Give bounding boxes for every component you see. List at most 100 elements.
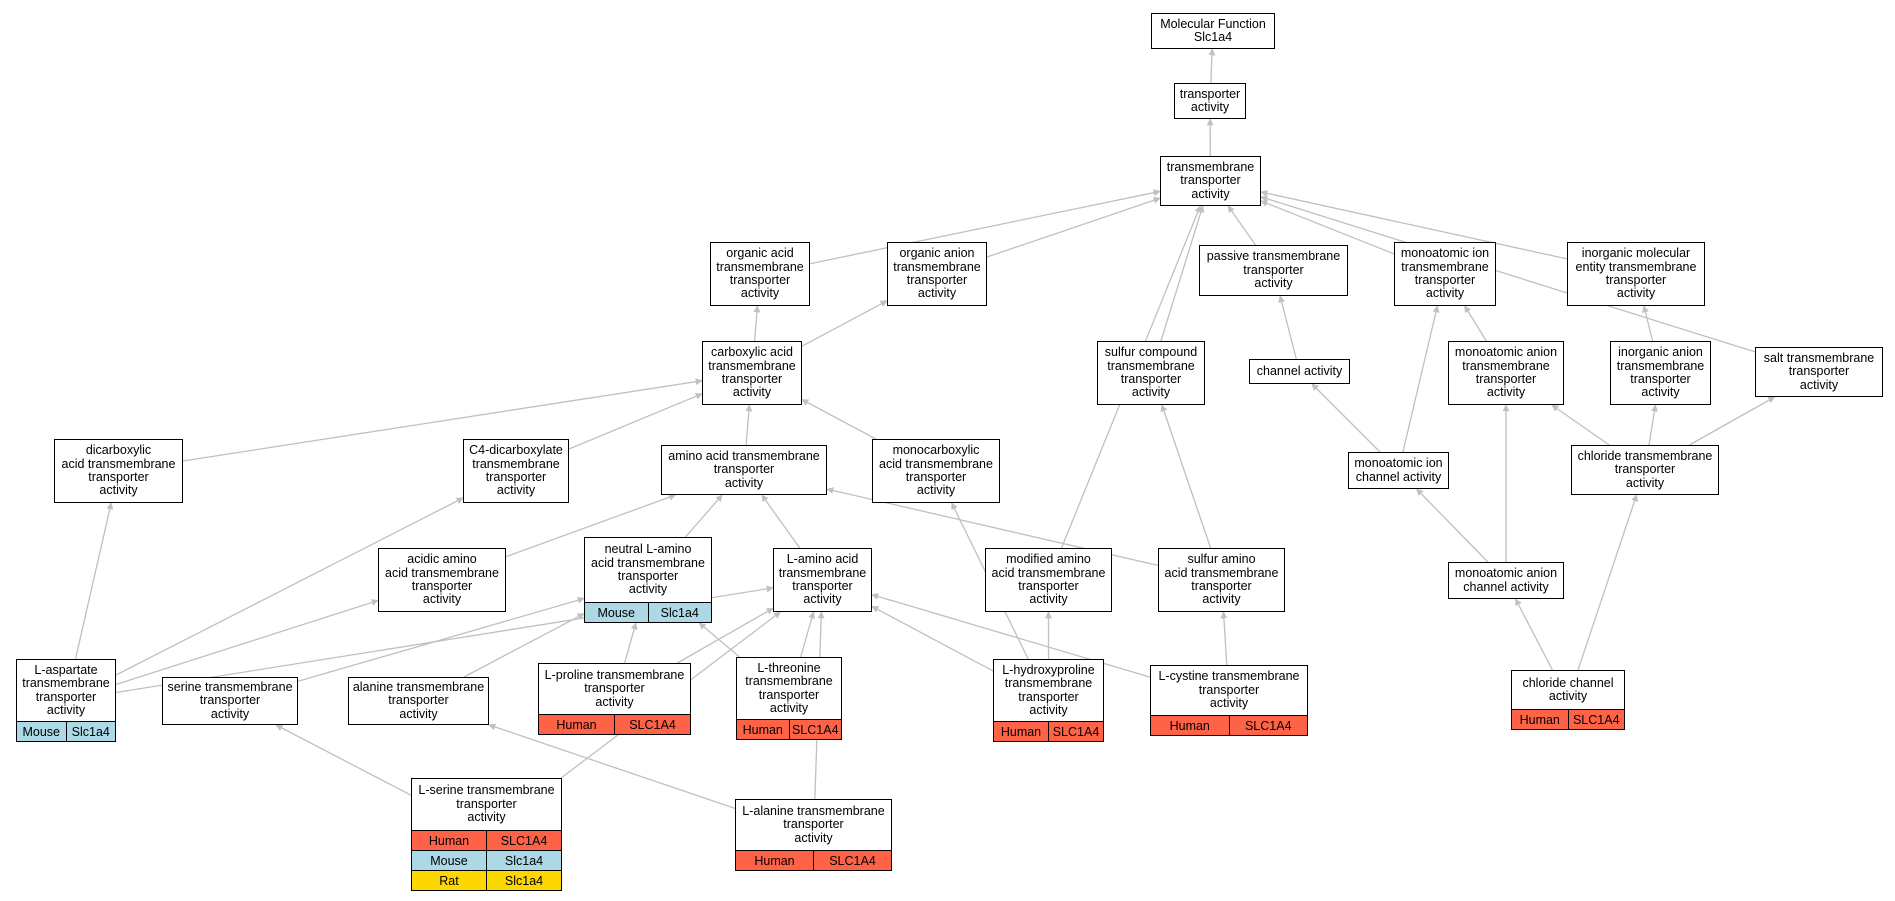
node-ta[interactable]: transporter activity: [1174, 83, 1246, 119]
node-inan[interactable]: inorganic anion transmembrane transporte…: [1610, 341, 1711, 405]
node-c4[interactable]: C4-dicarboxylate transmembrane transport…: [463, 439, 569, 503]
node-label: channel activity: [1256, 363, 1343, 378]
edge-inmol-to-tmta: [1260, 189, 1568, 260]
species-cell: Human: [556, 717, 597, 732]
node-label: passive transmembrane transporter activi…: [1206, 249, 1341, 291]
node-aa[interactable]: amino acid transmembrane transporter act…: [661, 445, 827, 495]
edge-chl-to-salt: [1689, 396, 1776, 446]
species-cell: Human: [754, 853, 795, 868]
node-salt[interactable]: salt transmembrane transporter activity: [1755, 347, 1883, 397]
node-label: L-cystine transmembrane transporter acti…: [1158, 669, 1300, 711]
node-inmol[interactable]: inorganic molecular entity transmembrane…: [1567, 242, 1705, 306]
node-manch[interactable]: monoatomic anion channel activity: [1448, 562, 1564, 599]
gene-cell: SLC1A4: [1567, 710, 1625, 729]
node-ala[interactable]: alanine transmembrane transporter activi…: [348, 677, 489, 725]
node-label: monoatomic anion channel activity: [1454, 566, 1558, 594]
edge-salt-to-tmta: [1260, 195, 1756, 353]
node-label: alanine transmembrane transporter activi…: [352, 679, 485, 721]
node-label: acidic amino acid transmembrane transpor…: [385, 552, 499, 607]
node-oatta[interactable]: organic acid transmembrane transporter a…: [710, 242, 810, 306]
edge-lasp-to-acid: [115, 599, 379, 686]
annotation-row-human: Human SLC1A4: [539, 714, 690, 734]
node-neut[interactable]: neutral L-amino acid transmembrane trans…: [584, 537, 712, 623]
edge-lthr-to-neut: [698, 622, 741, 658]
node-label: L-serine transmembrane transporter activ…: [418, 783, 555, 825]
node-label: L-threonine transmembrane transporter ac…: [745, 660, 833, 715]
edge-laa-to-aa: [761, 494, 801, 549]
node-laa[interactable]: L-amino acid transmembrane transporter a…: [773, 548, 872, 612]
gene-cell: SLC1A4: [813, 851, 891, 870]
node-pass[interactable]: passive transmembrane transporter activi…: [1199, 245, 1348, 296]
edge-mich-to-mita: [1402, 305, 1440, 453]
node-monoc[interactable]: monocarboxylic acid transmembrane transp…: [872, 439, 1000, 503]
node-mf[interactable]: Molecular Function Slc1a4: [1151, 13, 1275, 49]
node-mod[interactable]: modified amino acid transmembrane transp…: [985, 548, 1112, 612]
node-label: chloride transmembrane transporter activ…: [1577, 448, 1713, 490]
edge-c4-to-carb: [568, 392, 703, 450]
node-lpro[interactable]: L-proline transmembrane transporter acti…: [538, 663, 691, 735]
edge-aa-to-carb: [745, 404, 753, 446]
node-label: sulfur amino acid transmembrane transpor…: [1164, 552, 1279, 607]
node-chan[interactable]: channel activity: [1249, 359, 1350, 384]
edge-ta-to-mf: [1208, 48, 1216, 84]
edge-carb-to-oatta: [753, 305, 761, 342]
node-lthr[interactable]: L-threonine transmembrane transporter ac…: [736, 657, 842, 740]
node-lcys[interactable]: L-cystine transmembrane transporter acti…: [1150, 665, 1308, 736]
edge-lcys-to-sulfaa: [1220, 611, 1228, 666]
node-label: sulfur compound transmembrane transporte…: [1104, 345, 1198, 400]
species-cell: Mouse: [597, 605, 636, 620]
gene-cell: SLC1A4: [614, 715, 690, 734]
node-label: inorganic anion transmembrane transporte…: [1616, 345, 1705, 400]
edge-acid-to-aa: [505, 493, 677, 558]
gene-cell: SLC1A4: [788, 720, 842, 739]
edge-mich-to-chan: [1311, 383, 1381, 453]
node-dicarb[interactable]: dicarboxylic acid transmembrane transpor…: [54, 439, 183, 503]
species-cell: Human: [1169, 718, 1210, 733]
node-label: transmembrane transporter activity: [1166, 159, 1255, 201]
node-lasp[interactable]: L-aspartate transmembrane transporter ac…: [16, 659, 116, 742]
node-label: serine transmembrane transporter activit…: [167, 679, 293, 721]
node-lala[interactable]: L-alanine transmembrane transporter acti…: [735, 799, 892, 871]
node-label: monoatomic ion transmembrane transporter…: [1400, 246, 1490, 301]
node-label: transporter activity: [1179, 86, 1241, 114]
node-label: L-proline transmembrane transporter acti…: [544, 667, 685, 709]
species-cell: Mouse: [22, 724, 61, 739]
node-chl[interactable]: chloride transmembrane transporter activ…: [1571, 445, 1719, 495]
node-mita[interactable]: monoatomic ion transmembrane transporter…: [1394, 242, 1496, 306]
edge-lpro-to-laa: [677, 607, 774, 664]
gene-cell: Slc1a4: [647, 603, 712, 622]
node-sulfaa[interactable]: sulfur amino acid transmembrane transpor…: [1158, 548, 1285, 612]
edge-oatta-to-tmta: [809, 189, 1161, 265]
node-label: organic acid transmembrane transporter a…: [716, 246, 804, 301]
node-label: monocarboxylic acid transmembrane transp…: [879, 443, 993, 498]
edge-neut-to-aa: [685, 494, 723, 538]
node-label: L-hydroxyproline transmembrane transport…: [1002, 662, 1095, 717]
edge-mana-to-mita: [1464, 305, 1487, 342]
node-lhyp[interactable]: L-hydroxyproline transmembrane transport…: [993, 659, 1104, 742]
node-ser[interactable]: serine transmembrane transporter activit…: [162, 677, 298, 725]
node-mana[interactable]: monoatomic anion transmembrane transport…: [1448, 341, 1564, 405]
node-acid[interactable]: acidic amino acid transmembrane transpor…: [378, 548, 506, 612]
species-cell: Mouse: [430, 853, 468, 868]
node-label: monoatomic anion transmembrane transport…: [1454, 345, 1558, 400]
node-sulf[interactable]: sulfur compound transmembrane transporte…: [1097, 341, 1205, 405]
edge-lasp-to-c4: [115, 497, 464, 676]
annotation-row-mouse: Mouse Slc1a4: [585, 602, 711, 622]
node-label: carboxylic acid transmembrane transporte…: [708, 345, 796, 400]
edge-lhyp-to-laa: [871, 605, 994, 672]
node-mich[interactable]: monoatomic ion channel activity: [1348, 452, 1449, 489]
edge-mita-to-tmta: [1260, 200, 1395, 255]
edge-lser-to-ser: [275, 724, 412, 796]
node-label: L-amino acid transmembrane transporter a…: [778, 552, 867, 607]
node-tmta[interactable]: transmembrane transporter activity: [1160, 156, 1261, 206]
node-lser[interactable]: L-serine transmembrane transporter activ…: [411, 778, 562, 891]
species-cell: Human: [428, 833, 470, 848]
node-carb[interactable]: carboxylic acid transmembrane transporte…: [702, 341, 802, 405]
species-cell: Human: [1000, 724, 1042, 739]
edge-oanta-to-tmta: [986, 196, 1161, 258]
node-oanta[interactable]: organic anion transmembrane transporter …: [887, 242, 987, 306]
